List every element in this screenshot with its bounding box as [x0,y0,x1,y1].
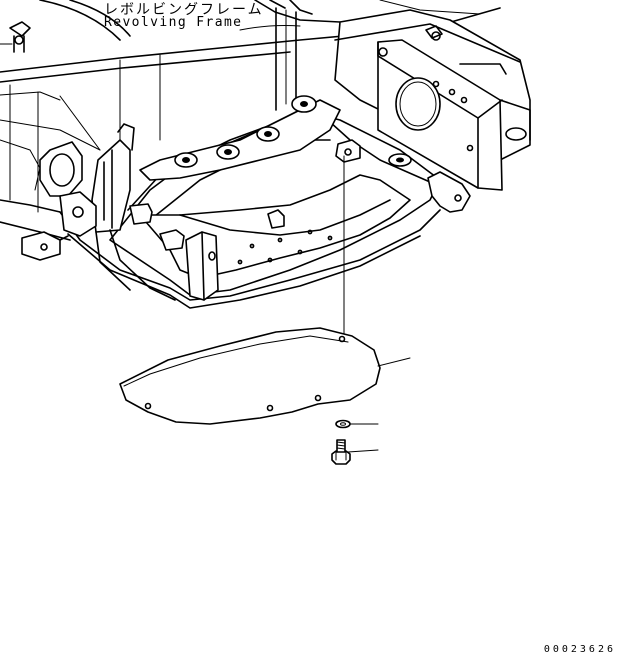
revolving-frame [0,0,531,309]
bolt [331,439,351,465]
under-cover [119,327,381,425]
callout-bolt [347,449,379,453]
frame-label-english: Revolving Frame [104,15,243,30]
drawing-code: 00023626 [543,644,616,655]
washer [335,419,351,429]
callout-cover [377,357,411,367]
frame-label-japanese: レボルビングフレーム [104,2,264,18]
